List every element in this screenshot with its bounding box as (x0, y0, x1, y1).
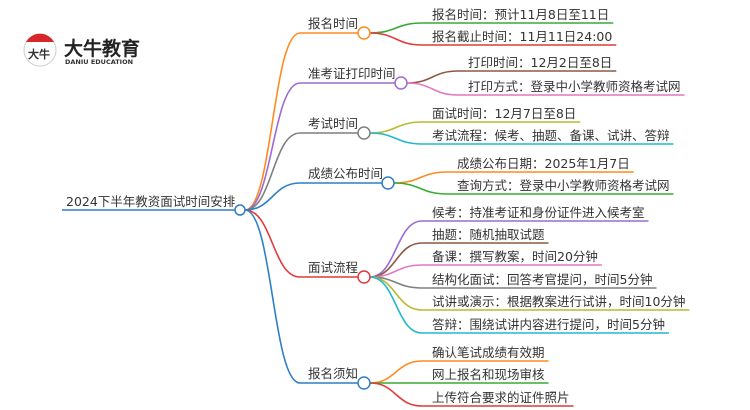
leaf-topic[interactable]: 报名截止时间：11月11日24:00 (432, 29, 612, 44)
leaf-edge (393, 182, 448, 195)
logo-title: 大牛教育 (64, 37, 140, 60)
leaf-topic[interactable]: 查询方式：登录中小学教师资格考试网 (457, 178, 670, 193)
leaf-topic[interactable]: 答辩：围绕试讲内容进行提问，时间5分钟 (432, 317, 665, 332)
leaf-edge (406, 82, 459, 96)
leaf-topic[interactable]: 成绩公布日期：2025年1月7日 (457, 156, 630, 171)
leaf-edge (369, 121, 423, 134)
leaf-edge (406, 70, 459, 84)
logo-mark: 大牛 (28, 47, 50, 61)
logo-red-arc (26, 33, 54, 42)
branch-topic[interactable]: 准考证打印时间 (308, 66, 396, 81)
branch-edge (244, 132, 301, 211)
branch-collapse-toggle[interactable] (357, 126, 371, 140)
branch-collapse-toggle[interactable] (381, 176, 395, 190)
branch-collapse-toggle[interactable] (357, 270, 371, 284)
leaf-topic[interactable]: 抽题：随机抽取试题 (432, 227, 545, 242)
leaf-topic[interactable]: 试讲或演示：根据教案进行试讲，时间10分钟 (432, 294, 685, 309)
leaf-topic[interactable]: 候考：持准考证和身份证件进入候考室 (432, 205, 645, 220)
leaf-topic[interactable]: 报名时间：预计11月8日至11日 (432, 7, 609, 22)
leaf-topic[interactable]: 面试时间：12月7日至8日 (432, 106, 576, 121)
leaf-edge (393, 171, 448, 184)
leaf-topic[interactable]: 结构化面试：回答考官提问，时间5分钟 (432, 272, 652, 287)
branch-edge (244, 209, 301, 278)
branch-topic[interactable]: 成绩公布时间 (308, 166, 383, 181)
logo-subtitle: DANIU EDUCATION (65, 58, 133, 66)
leaf-topic[interactable]: 确认笔试成绩有效期 (432, 345, 545, 360)
logo: 大牛 大牛教育 DANIU EDUCATION (23, 33, 140, 67)
branch-edge (244, 209, 301, 384)
leaf-edge (369, 382, 423, 407)
leaf-edge (369, 132, 423, 145)
leaf-edge (369, 360, 423, 384)
leaf-topic[interactable]: 打印时间：12月2日至8日 (468, 55, 612, 70)
branch-edge (244, 32, 301, 211)
leaf-edge (369, 220, 423, 278)
leaf-edge (369, 32, 423, 46)
branch-topic[interactable]: 报名须知 (308, 366, 358, 381)
branch-edge (244, 82, 301, 211)
leaf-topic[interactable]: 打印方式：登录中小学教师资格考试网 (468, 79, 681, 94)
leaf-edge (369, 22, 423, 34)
leaf-topic[interactable]: 备课：撰写教案，时间20分钟 (432, 249, 598, 264)
branch-topic[interactable]: 报名时间 (308, 16, 358, 31)
leaf-topic[interactable]: 上传符合要求的证件照片 (432, 390, 570, 405)
branch-topic[interactable]: 面试流程 (308, 260, 359, 275)
branch-collapse-toggle[interactable] (394, 76, 408, 90)
root-collapse-toggle[interactable] (234, 204, 246, 216)
branch-collapse-toggle[interactable] (357, 26, 371, 40)
branch-topic[interactable]: 考试时间 (308, 116, 358, 131)
leaf-topic[interactable]: 考试流程：候考、抽题、备课、试讲、答辩 (432, 128, 670, 143)
leaf-edge (369, 276, 423, 334)
branch-collapse-toggle[interactable] (357, 376, 371, 390)
root-topic: 2024下半年教资面试时间安排 (66, 194, 236, 209)
branch-edge (244, 182, 301, 211)
leaf-topic[interactable]: 网上报名和现场审核 (432, 367, 545, 382)
